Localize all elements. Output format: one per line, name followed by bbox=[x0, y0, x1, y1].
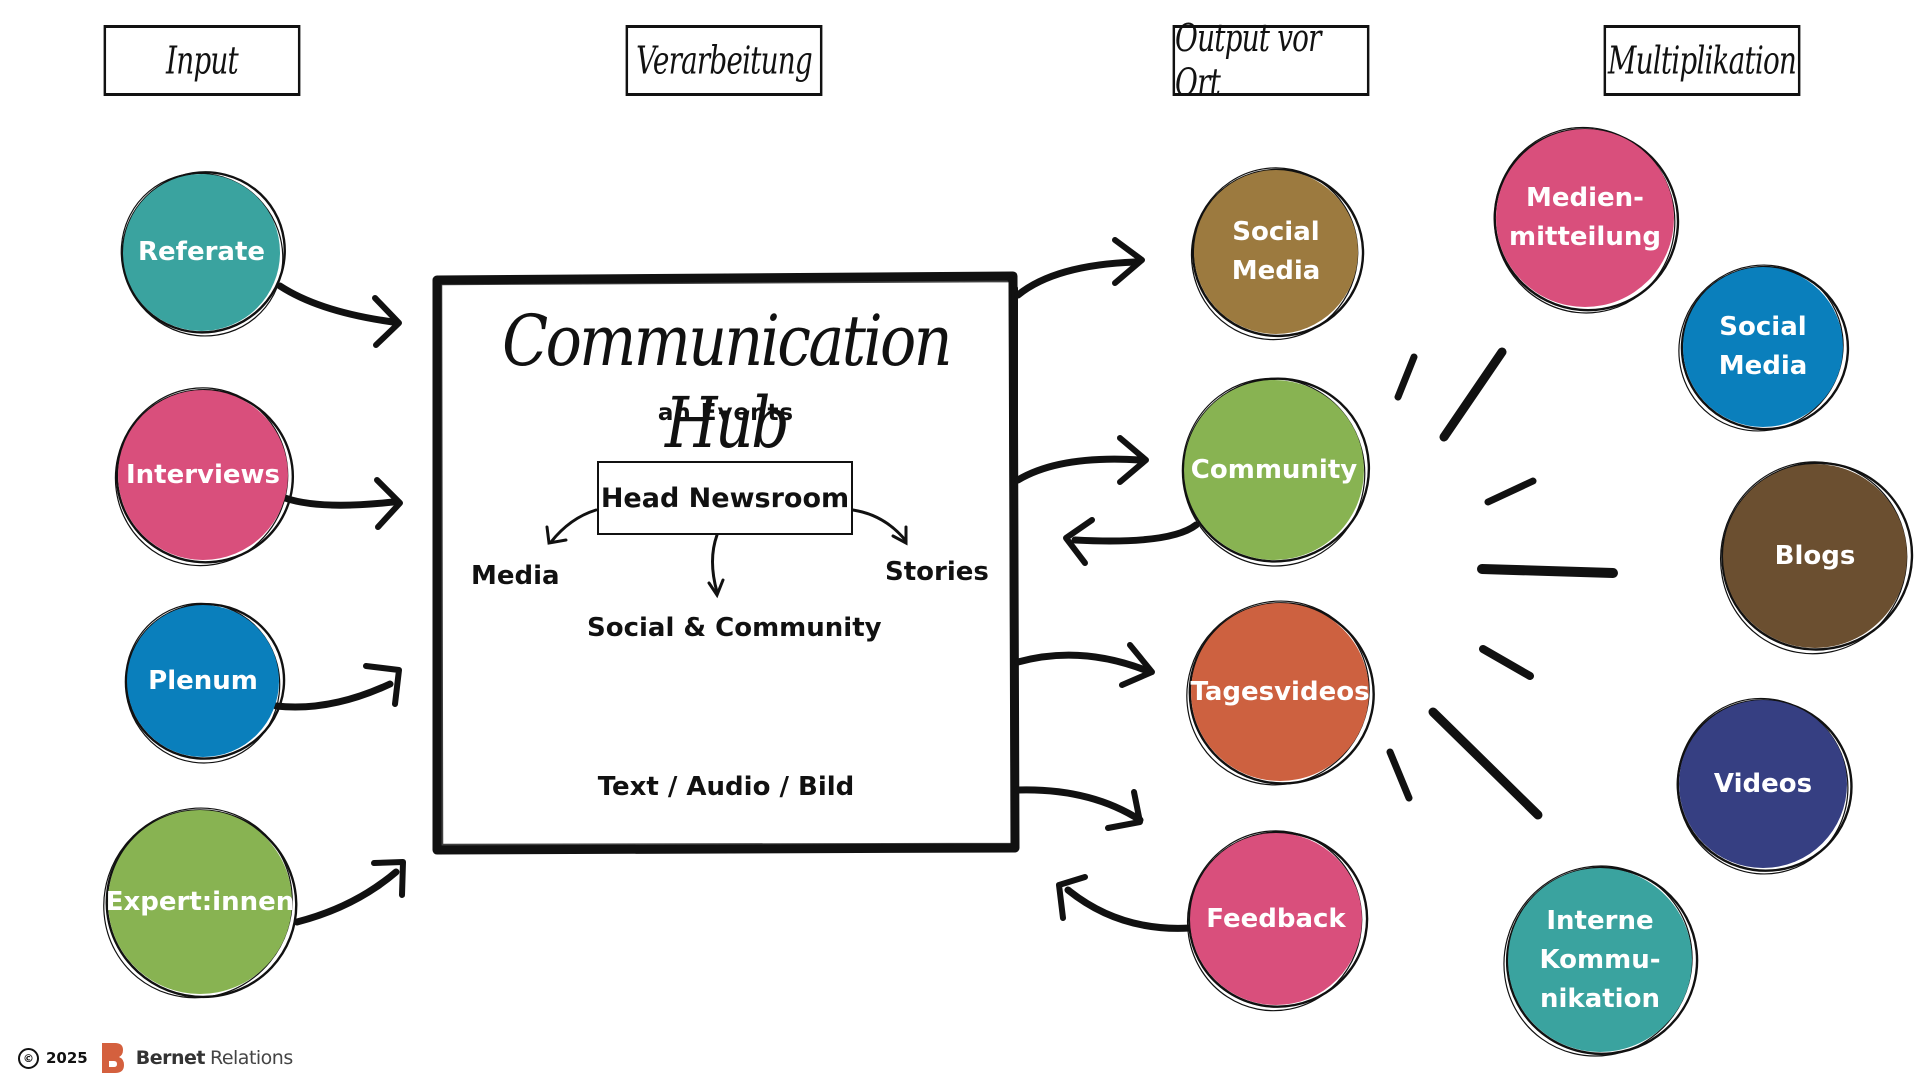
head-newsroom-box[interactable]: Head Newsroom bbox=[597, 461, 853, 535]
sketch-outline bbox=[1719, 461, 1908, 655]
output-arrow-head bbox=[1105, 789, 1143, 831]
sketch-outline bbox=[114, 387, 289, 567]
bernet-logo-icon bbox=[101, 1043, 124, 1073]
multi-bubble-videos[interactable]: Videos bbox=[1679, 700, 1847, 868]
input-arrow-shaft bbox=[272, 680, 394, 711]
branch-stories: Stories bbox=[885, 557, 989, 587]
input-arrow-shaft bbox=[281, 494, 397, 509]
sketch-outline bbox=[1186, 600, 1370, 786]
newsroom-branch-arrows bbox=[545, 508, 908, 599]
burst-stroke bbox=[1428, 707, 1543, 820]
input-label: Interviews bbox=[125, 459, 281, 490]
return-arrow-head bbox=[1056, 874, 1088, 921]
multi-bubble-social-media[interactable]: Social Media bbox=[1683, 267, 1843, 427]
output-arrows bbox=[1014, 237, 1200, 932]
sketch-outline bbox=[1503, 865, 1693, 1057]
output-arrow-shaft bbox=[1014, 258, 1139, 299]
output-bubble-feedback[interactable]: Feedback bbox=[1190, 833, 1362, 1005]
return-arrow-shaft bbox=[1064, 886, 1194, 932]
input-bubble-plenum[interactable]: Plenum bbox=[127, 605, 279, 757]
header-output: Output vor Ort bbox=[1172, 16, 1370, 105]
multi-bubble-internal-comms[interactable]: Interne Kommu- nikation bbox=[1508, 868, 1692, 1052]
sketch-outline bbox=[1190, 167, 1359, 341]
output-label: Community bbox=[1190, 454, 1358, 485]
output-arrow-head bbox=[1119, 642, 1155, 688]
output-label: Feedback bbox=[1206, 903, 1346, 934]
input-arrow-head bbox=[371, 859, 406, 898]
hub-formats: Text / Audio / Bild bbox=[597, 772, 855, 802]
hub-title: Communication Hub bbox=[502, 300, 952, 464]
header-multiplication: Multiplikation bbox=[1603, 25, 1801, 96]
output-label: Tagesvideos bbox=[1190, 676, 1370, 707]
multi-bubble-press-release[interactable]: Medien- mitteilung bbox=[1496, 129, 1674, 307]
return-arrow-shaft bbox=[1071, 521, 1200, 545]
arrowhead-media bbox=[545, 525, 568, 545]
output-arrow-head bbox=[1117, 435, 1149, 485]
branch-media: Media bbox=[471, 561, 560, 591]
header-output-label: Output vor Ort bbox=[1175, 15, 1321, 106]
output-arrow-shaft bbox=[1014, 651, 1149, 674]
input-bubble-interviews[interactable]: Interviews bbox=[118, 390, 288, 560]
output-arrow-shaft bbox=[1014, 786, 1144, 824]
output-label: Social Media bbox=[1231, 217, 1321, 286]
sketch-outline bbox=[1186, 830, 1363, 1012]
input-label: Referate bbox=[137, 237, 266, 267]
input-bubble-experts[interactable]: Expert:innen bbox=[105, 810, 295, 994]
branch-social-community: Social & Community bbox=[587, 613, 882, 643]
output-arrow-head bbox=[1112, 237, 1145, 286]
burst-stroke bbox=[1479, 645, 1534, 680]
input-label: Expert:innen bbox=[105, 886, 295, 917]
input-arrows bbox=[272, 282, 406, 926]
header-input: Input bbox=[103, 25, 301, 96]
copyright-icon: © bbox=[18, 1047, 39, 1069]
burst-stroke bbox=[1484, 477, 1537, 506]
multi-label: Social Media bbox=[1718, 312, 1808, 381]
multi-bubble-blogs[interactable]: Blogs bbox=[1723, 464, 1907, 648]
input-arrow-shaft bbox=[293, 868, 400, 926]
burst-stroke bbox=[1477, 564, 1618, 578]
multi-label: Videos bbox=[1713, 768, 1813, 799]
input-bubble-referate[interactable]: Referate bbox=[123, 174, 280, 331]
header-processing: Verarbeitung bbox=[625, 25, 823, 96]
multi-label: Medien- mitteilung bbox=[1509, 183, 1661, 252]
multi-label: Interne Kommu- nikation bbox=[1539, 905, 1661, 1014]
output-bubble-social-media[interactable]: Social Media bbox=[1194, 170, 1358, 334]
output-bubble-community[interactable]: Community bbox=[1184, 380, 1364, 560]
arrow-to-media bbox=[549, 508, 598, 544]
sketch-outline bbox=[1678, 264, 1844, 432]
hub-subtitle: an Events bbox=[657, 400, 795, 426]
burst-stroke bbox=[1394, 353, 1418, 401]
copyright-year: 2025 bbox=[46, 1049, 88, 1067]
sketch-outline bbox=[1191, 168, 1365, 338]
arrow-to-social-community bbox=[711, 533, 719, 594]
multiplication-burst bbox=[1386, 347, 1618, 820]
input-label: Plenum bbox=[148, 665, 258, 696]
input-arrow-head bbox=[374, 477, 403, 530]
input-arrow-head bbox=[372, 295, 402, 348]
head-newsroom-label: Head Newsroom bbox=[600, 482, 850, 514]
header-multiplication-label: Multiplikation bbox=[1607, 38, 1797, 83]
return-arrow-head bbox=[1063, 517, 1095, 566]
header-processing-label: Verarbeitung bbox=[636, 38, 813, 83]
sketch-outline bbox=[103, 807, 293, 999]
header-input-label: Input bbox=[166, 38, 239, 83]
multi-label: Blogs bbox=[1774, 540, 1856, 571]
burst-stroke bbox=[1439, 347, 1507, 442]
arrowhead-social-community bbox=[707, 578, 725, 599]
output-bubble-tagesvideos[interactable]: Tagesvideos bbox=[1190, 603, 1370, 781]
footer: © 2025 Bernet Relations bbox=[18, 1043, 293, 1073]
brand-name-light: Relations bbox=[209, 1047, 293, 1069]
input-arrow-head bbox=[363, 663, 402, 707]
output-arrow-shaft bbox=[1014, 455, 1144, 484]
brand-name-bold: Bernet bbox=[135, 1047, 206, 1069]
burst-stroke bbox=[1386, 748, 1413, 802]
arrow-to-stories bbox=[851, 508, 908, 543]
input-arrow-shaft bbox=[276, 282, 397, 326]
arrowhead-stories bbox=[891, 525, 908, 546]
